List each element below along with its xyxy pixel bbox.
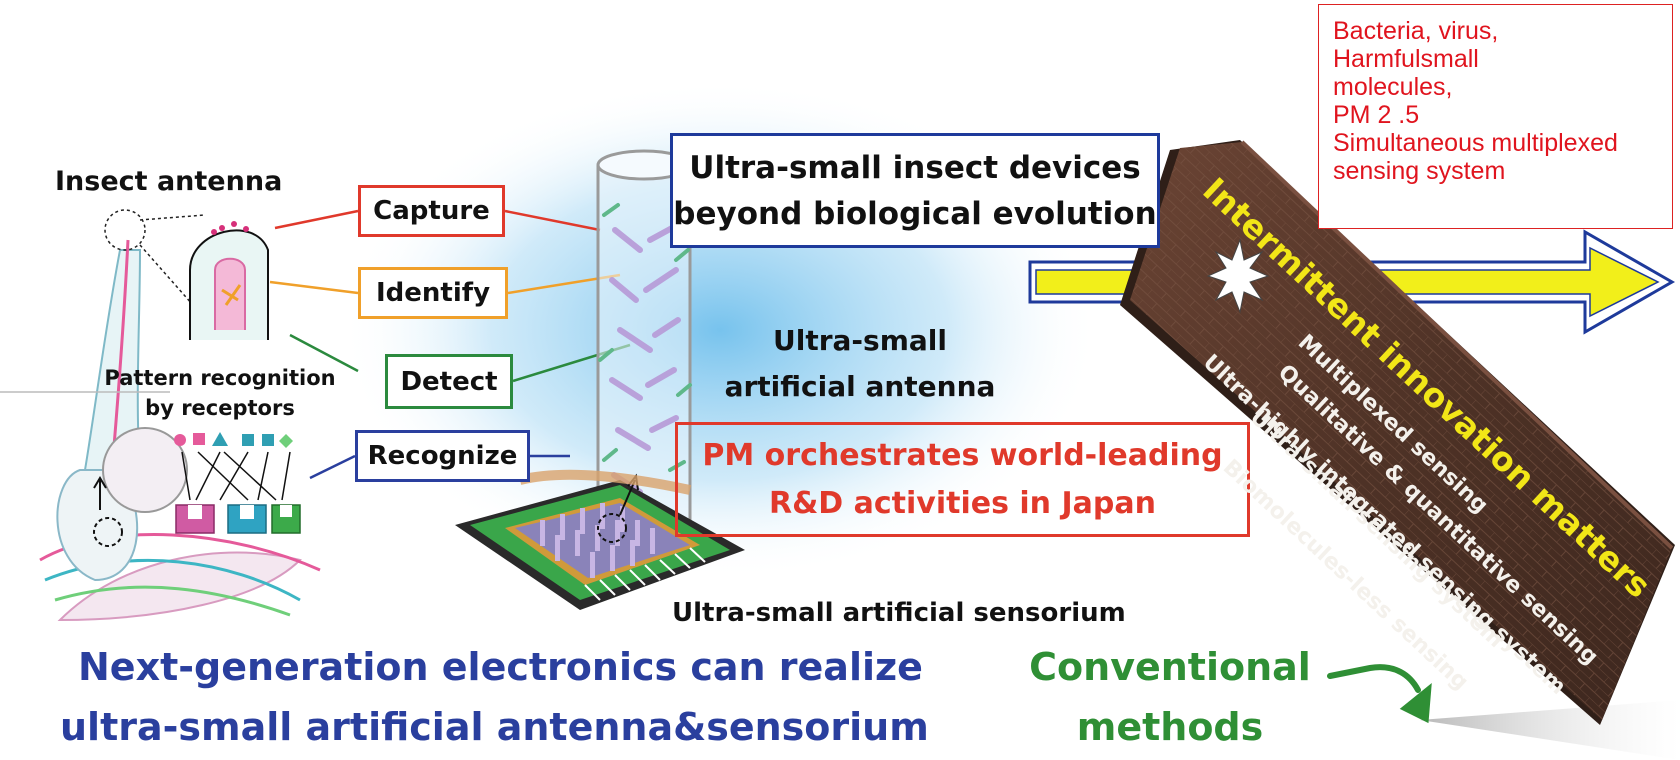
conventional-line-2: methods bbox=[1076, 705, 1264, 749]
bottom-line-2: ultra-small artificial antenna&sensorium bbox=[60, 705, 929, 749]
antenna-line-1: Ultra-small bbox=[773, 324, 947, 357]
step-recognize: Recognize bbox=[355, 430, 530, 482]
pattern-recognition-label: Pattern recognition by receptors bbox=[95, 363, 345, 423]
note-line: Harmfulsmall bbox=[1333, 45, 1479, 73]
artificial-antenna-label: Ultra-small artificial antenna bbox=[700, 318, 1020, 410]
conventional-arrowhead-icon bbox=[1399, 682, 1432, 724]
burst-icon bbox=[1206, 238, 1270, 314]
wall-shadow bbox=[1420, 700, 1680, 760]
note-line: molecules, bbox=[1333, 73, 1453, 101]
insect-antenna-title: Insect antenna bbox=[55, 166, 283, 197]
sensor-chip-icon bbox=[455, 469, 745, 610]
conventional-arrow-icon bbox=[1327, 664, 1421, 693]
note-line: Bacteria, virus, bbox=[1333, 17, 1499, 45]
device-line-1: Ultra-small insect devices bbox=[689, 149, 1141, 186]
pattern-line-1: Pattern recognition bbox=[104, 366, 336, 390]
conventional-line-1: Conventional bbox=[1029, 645, 1311, 689]
step-detect: Detect bbox=[385, 354, 513, 409]
antenna-line-2: artificial antenna bbox=[724, 370, 996, 403]
note-line: Simultaneous multiplexed bbox=[1333, 129, 1618, 157]
device-line-2: beyond biological evolution bbox=[673, 195, 1157, 232]
device-box: Ultra-small insect devices beyond biolog… bbox=[670, 133, 1160, 248]
pm-line-1: PM orchestrates world-leading bbox=[702, 437, 1223, 473]
step-capture: Capture bbox=[358, 185, 505, 237]
sensorium-label: Ultra-small artificial sensorium bbox=[672, 598, 1126, 628]
bottom-line-1: Next-generation electronics can realize bbox=[78, 645, 923, 689]
insect-antenna-icon bbox=[0, 209, 321, 622]
brick-wall-icon bbox=[1120, 140, 1675, 725]
pattern-line-2: by receptors bbox=[145, 396, 295, 420]
note-line: sensing system bbox=[1333, 157, 1506, 185]
pm-line-2: R&D activities in Japan bbox=[769, 485, 1156, 521]
target-note: Bacteria, virus, Harmfulsmall molecules,… bbox=[1318, 4, 1673, 229]
note-line: PM 2 .5 bbox=[1333, 101, 1420, 129]
step-identify: Identify bbox=[358, 267, 508, 319]
pm-box: PM orchestrates world-leading R&D activi… bbox=[675, 422, 1250, 537]
